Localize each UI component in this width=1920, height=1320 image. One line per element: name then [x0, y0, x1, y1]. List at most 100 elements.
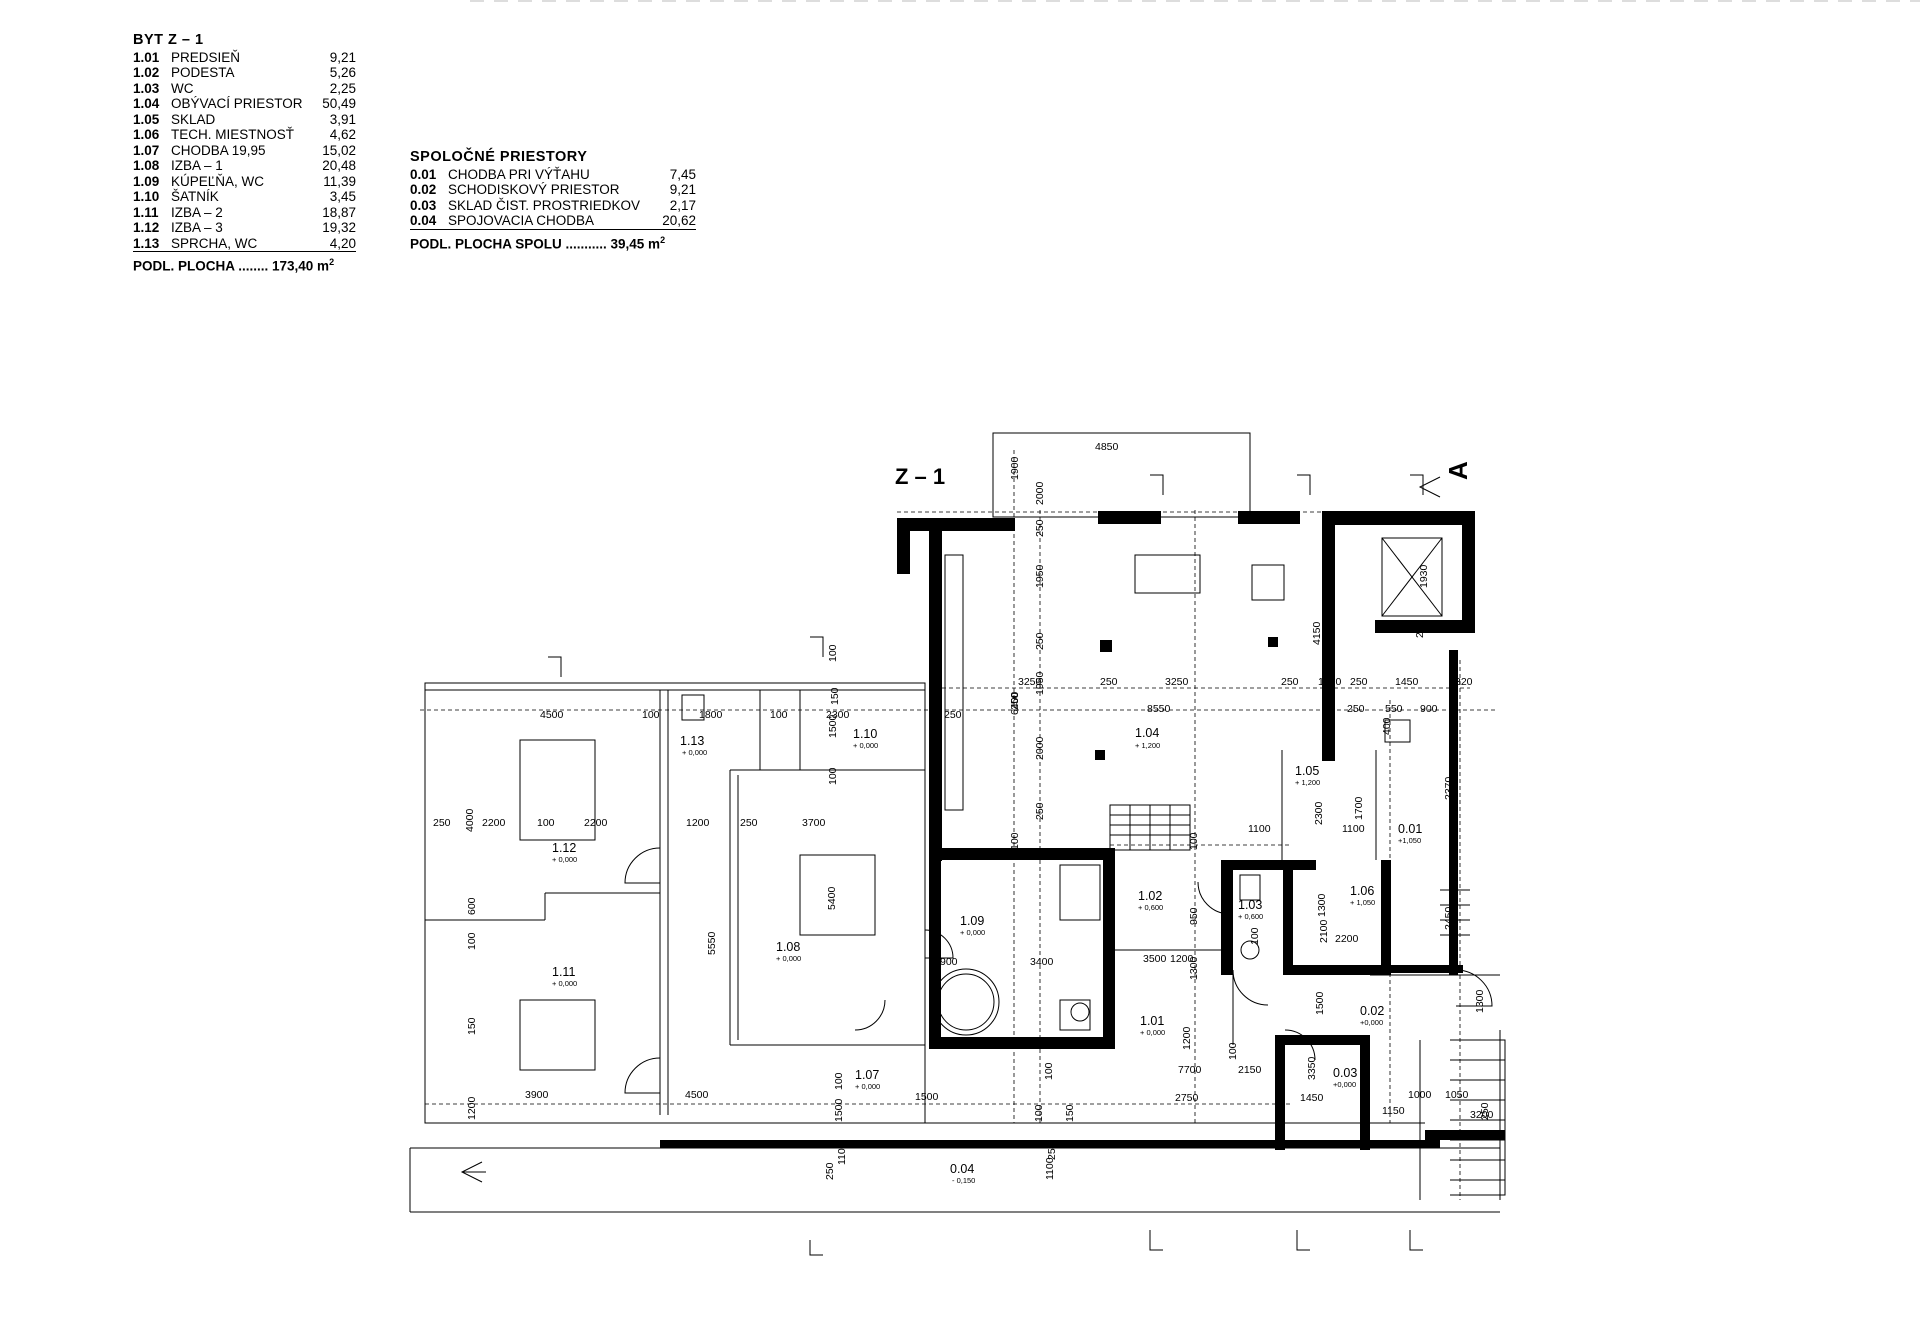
dimension-value: 1900	[1009, 456, 1021, 480]
apartment-legend-title: BYT Z – 1	[133, 32, 204, 48]
dimension-value: 2300	[1313, 801, 1325, 825]
dimension-value: 250	[1009, 692, 1021, 710]
room-level: + 0,600	[1138, 903, 1163, 912]
room-level: + 0,600	[1238, 912, 1263, 921]
dimension-value: 1200	[1181, 1026, 1193, 1050]
dimension-value: 100	[1043, 1062, 1055, 1080]
dimension-value: 100	[537, 817, 555, 829]
dimension-value: 100	[466, 932, 478, 950]
room-level: + 0,000	[855, 1082, 880, 1091]
dimension-value: 2000	[1034, 736, 1046, 760]
partition-walls	[409, 682, 1501, 1213]
dimension-value: 1200	[466, 1096, 478, 1120]
room-number: 1.12	[552, 841, 576, 855]
common-staircase	[1440, 889, 1506, 1196]
dimension-value: 2450	[1443, 906, 1455, 930]
dimension-value: 1300	[1316, 893, 1328, 917]
dimension-value: 2300	[826, 709, 850, 721]
dimension-value: 4000	[464, 808, 476, 832]
dimension-value: 100	[827, 767, 839, 785]
dimension-value: 320	[1455, 676, 1473, 688]
structural-walls	[660, 511, 1505, 1150]
dimension-values: 4850190020002501950250195025020002506400…	[433, 441, 1494, 1180]
dimension-value: 250	[1034, 632, 1046, 650]
dimension-value: 2200	[482, 817, 506, 829]
dimension-value: 4150	[1311, 621, 1323, 645]
room-number: 0.02	[1360, 1004, 1384, 1018]
room-number: 1.07	[855, 1068, 879, 1082]
dimension-value: 8550	[1147, 703, 1171, 715]
dimension-value: 2200	[1335, 933, 1359, 945]
room-level: + 0,000	[1140, 1028, 1165, 1037]
dimension-value: 250	[433, 817, 451, 829]
dimension-value: 900	[1420, 703, 1438, 715]
room-number: 1.03	[1238, 898, 1262, 912]
dimension-value: 900	[940, 956, 958, 968]
dimension-value: 1700	[1353, 796, 1365, 820]
room-number: 1.10	[853, 727, 877, 741]
room-level: + 0,000	[853, 741, 878, 750]
dimension-value: 250	[1350, 676, 1368, 688]
dimension-value: 1100	[1342, 823, 1365, 835]
dimension-value: 150	[466, 1017, 478, 1035]
dimension-value: 100	[1249, 927, 1261, 945]
dimension-value: 5400	[826, 886, 838, 910]
room-level: + 1,200	[1295, 778, 1320, 787]
dimension-value: 550	[1385, 703, 1403, 715]
interior-stair	[1109, 804, 1191, 851]
dimension-value: 150	[829, 687, 841, 705]
room-level: + 0,000	[552, 855, 577, 864]
dimension-value: 1500	[827, 714, 839, 738]
dimension-value: 2370	[1443, 776, 1455, 800]
dimension-value: 100	[1009, 832, 1021, 850]
common-legend-title: SPOLOČNÉ PRIESTORY	[410, 149, 588, 165]
room-level: + 0,000	[682, 748, 707, 757]
room-level: +0,000	[1360, 1018, 1383, 1027]
elevator-shaft	[1381, 537, 1443, 617]
room-level: + 0,000	[960, 928, 985, 937]
dimension-value: 1000	[1408, 1089, 1432, 1101]
door-swings	[624, 847, 1493, 1094]
dimension-value: 4850	[1095, 441, 1119, 453]
dimension-value: 3250	[1018, 676, 1042, 688]
dimension-value: 3400	[1030, 956, 1054, 968]
dimension-value: 400	[1381, 717, 1393, 735]
room-number: 0.01	[1398, 822, 1422, 836]
dimension-value: 1100	[1044, 1157, 1056, 1180]
dimension-value: 1100	[1248, 823, 1271, 835]
dimension-value: 7700	[1178, 1064, 1202, 1076]
dimension-value: 100	[833, 1072, 845, 1090]
dimension-value: 1050	[1445, 1089, 1469, 1101]
dimension-grid-lines	[420, 450, 1495, 1200]
dimension-value: 1300	[1188, 956, 1200, 980]
room-level: +0,000	[1333, 1080, 1356, 1089]
dimension-value: 3500	[1143, 953, 1167, 965]
room-number: 1.13	[680, 734, 704, 748]
dimension-value: 100	[642, 709, 660, 721]
room-labels: 1.04 + 1,200 1.05 + 1,200 1.13 + 0,000 1…	[552, 726, 1422, 1185]
dimension-value: 1200	[1170, 953, 1194, 965]
dimension-value: 250	[1034, 519, 1046, 537]
dimension-value: 1150	[1382, 1105, 1405, 1117]
dimension-value: 1450	[1300, 1092, 1324, 1104]
bathtub	[932, 968, 1000, 1036]
dimension-value: 1300	[1474, 989, 1486, 1013]
dimension-value: 2100	[1318, 919, 1330, 943]
dimension-value: 250	[1281, 676, 1299, 688]
